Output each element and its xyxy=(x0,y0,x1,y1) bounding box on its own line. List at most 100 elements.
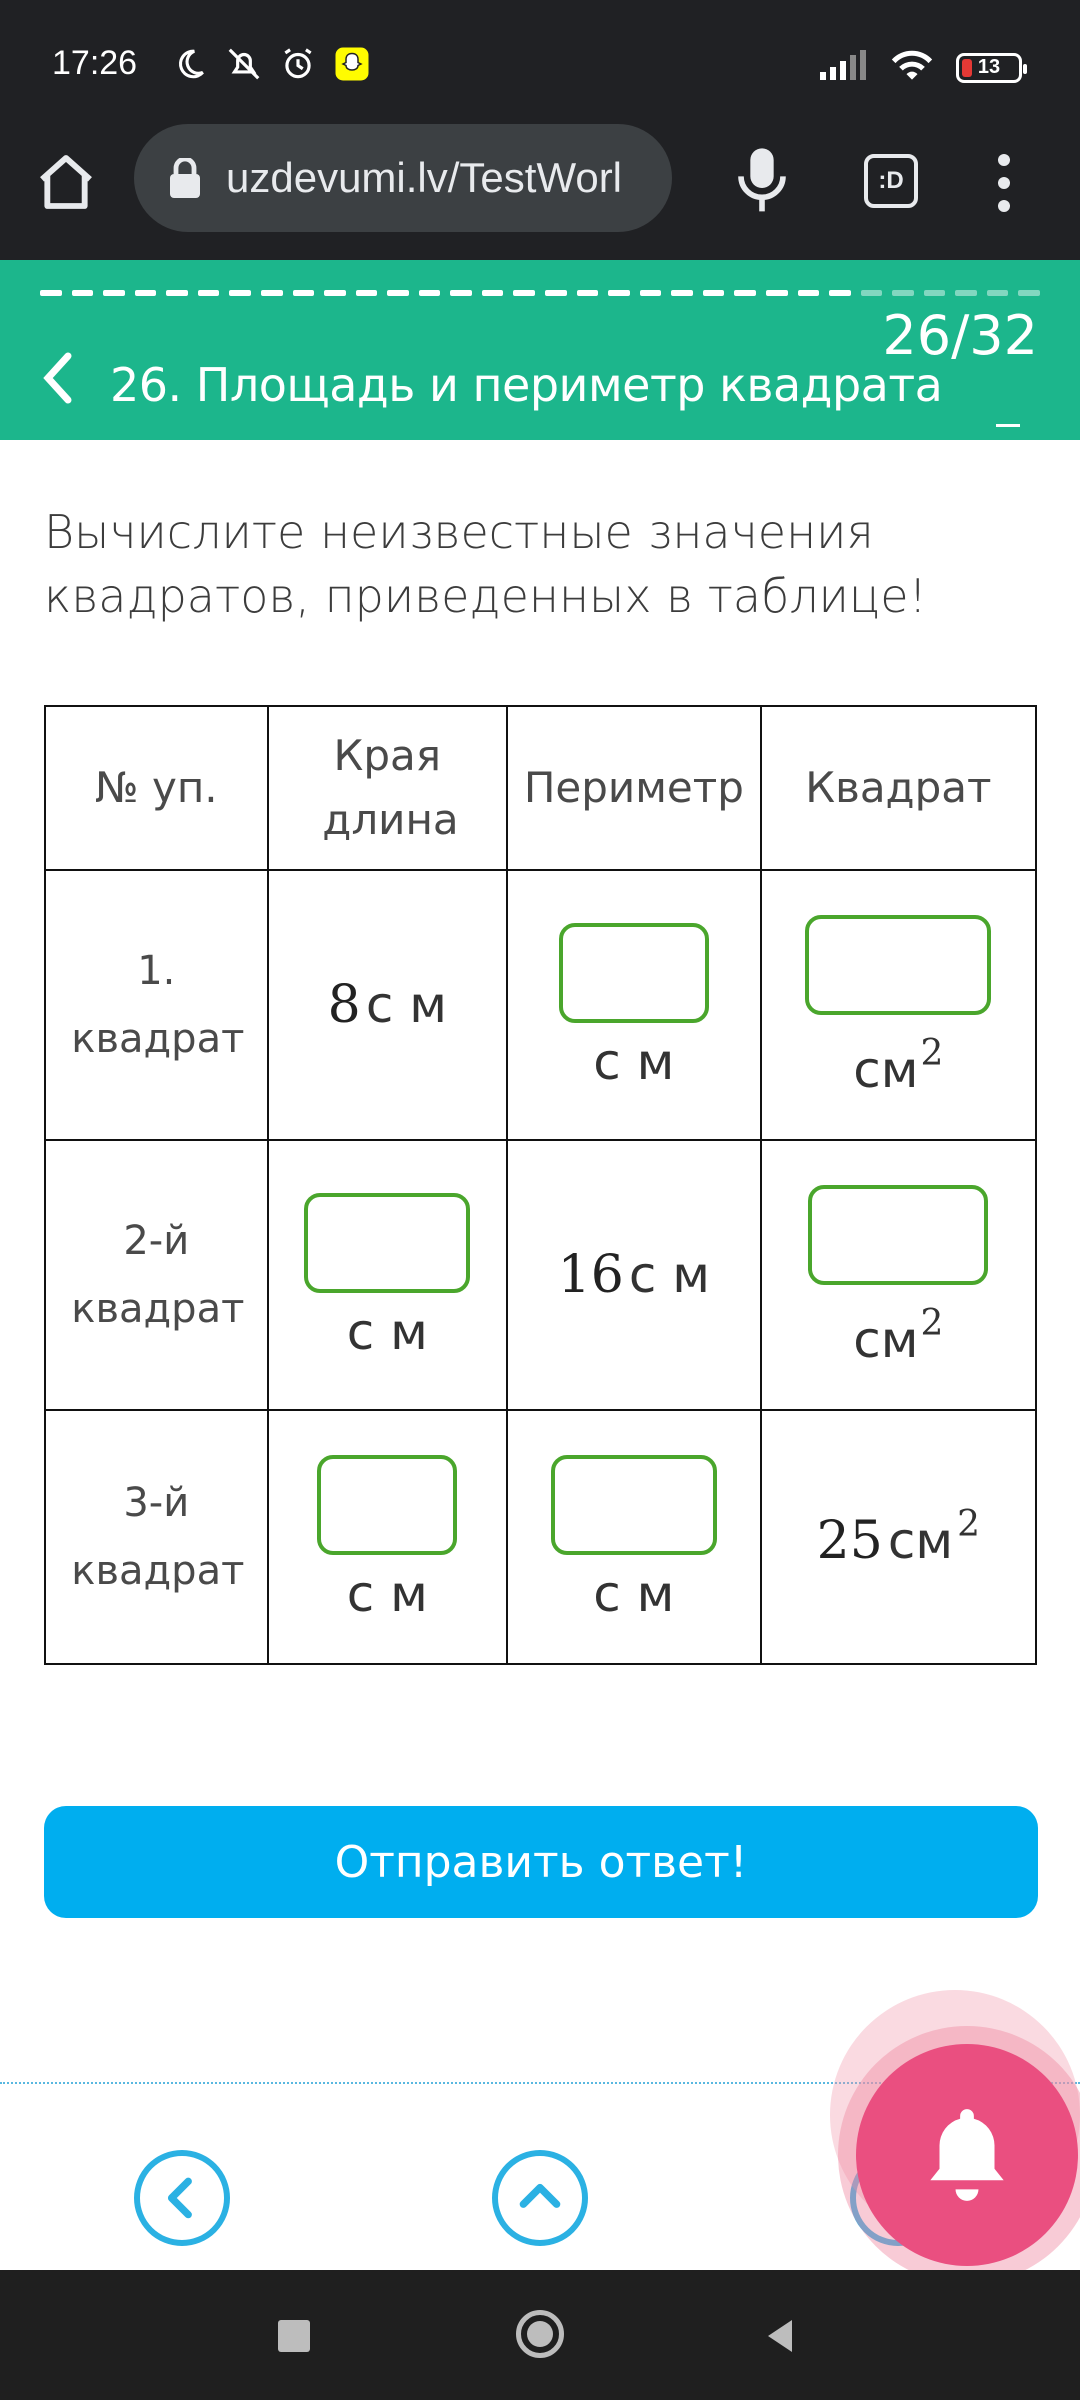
progress-dash xyxy=(40,290,62,296)
perimeter-cell: с м xyxy=(505,1409,762,1665)
perimeter-input[interactable] xyxy=(558,923,709,1023)
edge-length-cell: с м xyxy=(266,1139,508,1411)
status-time: 17:26 xyxy=(52,44,138,82)
area-unit: см2 xyxy=(853,1303,944,1369)
edge-length-input[interactable] xyxy=(304,1193,471,1293)
microphone-icon[interactable] xyxy=(734,146,790,216)
progress-dash xyxy=(545,290,567,296)
status-bar: 17:26 13 xyxy=(0,0,1080,120)
edge-length-cell: с м xyxy=(266,1409,508,1665)
progress-dash xyxy=(765,290,788,296)
perimeter-value: 16 xyxy=(557,1245,624,1305)
battery-level: 13 xyxy=(977,56,1001,78)
more-menu-icon[interactable] xyxy=(990,148,1018,218)
edge-unit: с м xyxy=(346,1565,428,1623)
progress-dash xyxy=(671,290,693,296)
status-icons-right: 13 xyxy=(818,48,1027,87)
progress-dash xyxy=(450,290,472,296)
task-table: № уп. Края длина Периметр Квадрат 1. ква… xyxy=(44,705,1038,1665)
edge-unit: с м xyxy=(346,1303,428,1361)
progress-dash xyxy=(576,290,599,296)
header-edge-length: Края длина xyxy=(266,705,508,871)
perimeter-cell: 16 с м xyxy=(505,1139,762,1411)
notification-bell-button[interactable] xyxy=(856,2044,1078,2266)
progress-dash xyxy=(481,290,504,296)
moon-icon xyxy=(170,44,210,84)
question-text: Вычислите неизвестные значения квадратов… xyxy=(44,505,927,623)
progress-dash xyxy=(387,290,409,296)
header-area: Квадрат xyxy=(759,705,1038,871)
scroll-up-button[interactable] xyxy=(492,2150,588,2246)
edge-length-cell: 8 с м xyxy=(266,869,508,1141)
previous-question-button[interactable] xyxy=(134,2150,230,2246)
progress-dash xyxy=(702,290,725,296)
url-text: uzdevumi.lv/TestWorl xyxy=(226,154,623,201)
chevron-up-icon xyxy=(519,2183,561,2208)
table-header-row: № уп. Края длина Периметр Квадрат xyxy=(44,705,1038,871)
recent-apps-icon[interactable] xyxy=(278,2320,310,2352)
perimeter-unit: с м xyxy=(593,1033,675,1091)
progress-dash xyxy=(260,290,283,296)
progress-dash xyxy=(892,290,914,296)
progress-dash xyxy=(923,290,946,296)
progress-dash xyxy=(71,290,94,296)
snapchat-icon xyxy=(332,44,372,84)
progress-dash xyxy=(955,290,977,296)
lesson-counter: 26/32 xyxy=(882,304,1038,367)
edge-unit: с м xyxy=(365,976,447,1034)
area-unit: см2 xyxy=(853,1033,944,1099)
lesson-header: 26. Площадь и периметр квадрата 26/32 xyxy=(0,260,1080,440)
address-bar[interactable]: uzdevumi.lv/TestWorl xyxy=(134,124,672,232)
lock-icon xyxy=(168,156,202,198)
progress-dash xyxy=(608,290,630,296)
edge-value: 8 xyxy=(327,975,361,1035)
back-chevron-icon[interactable] xyxy=(38,348,78,408)
tabs-button[interactable]: :D xyxy=(864,154,918,208)
progress-dash xyxy=(860,290,883,296)
row-label: 2-й квадрат xyxy=(44,1139,269,1411)
progress-dash xyxy=(197,290,220,296)
progress-dash xyxy=(986,290,1009,296)
area-cell: см2 xyxy=(759,869,1038,1141)
edge-length-input[interactable] xyxy=(317,1455,458,1555)
home-circle-icon[interactable] xyxy=(516,2310,564,2358)
perimeter-cell: с м xyxy=(505,869,762,1141)
chevron-left-icon xyxy=(167,2177,192,2219)
progress-dash xyxy=(103,290,125,296)
header-number: № уп. xyxy=(44,705,269,871)
table-row: 1. квадрат 8 с м с м см2 xyxy=(44,869,1038,1141)
progress-dash xyxy=(324,290,346,296)
submit-answer-button[interactable]: Отправить ответ! xyxy=(44,1806,1038,1918)
progress-dash xyxy=(229,290,251,296)
progress-bar xyxy=(40,290,1040,298)
wifi-icon xyxy=(890,48,934,87)
mute-icon xyxy=(224,44,264,84)
header-perimeter: Периметр xyxy=(505,705,762,871)
area-input[interactable] xyxy=(808,1185,989,1285)
status-icons-left xyxy=(170,44,372,84)
back-triangle-icon[interactable] xyxy=(760,2316,800,2356)
perimeter-unit: с м xyxy=(593,1565,675,1623)
area-value: 25 xyxy=(816,1510,883,1571)
progress-dash xyxy=(829,290,851,296)
row-label: 1. квадрат xyxy=(44,869,269,1141)
progress-dash xyxy=(513,290,535,296)
progress-dash xyxy=(639,290,662,296)
browser-toolbar: uzdevumi.lv/TestWorl :D xyxy=(0,120,1080,260)
battery-icon: 13 xyxy=(956,52,1027,83)
area-input[interactable] xyxy=(805,915,992,1015)
perimeter-input[interactable] xyxy=(550,1455,717,1555)
home-icon[interactable] xyxy=(34,150,98,214)
progress-dash xyxy=(355,290,378,296)
counter-underline xyxy=(996,424,1020,427)
progress-dash xyxy=(797,290,820,296)
lesson-title: 26. Площадь и периметр квадрата xyxy=(110,358,943,412)
progress-dash xyxy=(734,290,756,296)
area-cell: см2 xyxy=(759,1139,1038,1411)
row-label: 3-й квадрат xyxy=(44,1409,269,1665)
nav-divider xyxy=(0,2082,1080,2084)
progress-dash xyxy=(1018,290,1040,296)
table-row: 2-й квадрат с м 16 с м см2 xyxy=(44,1139,1038,1411)
